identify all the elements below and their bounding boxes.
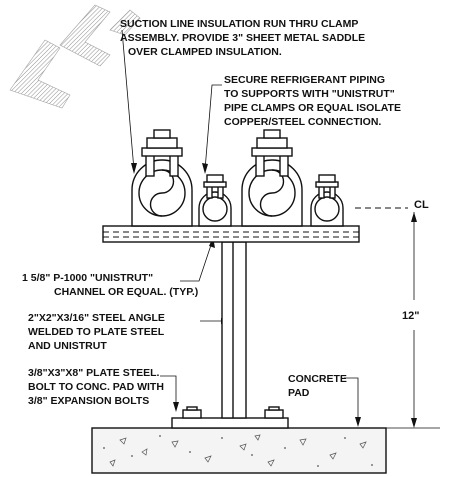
pipe-centerline: CL <box>355 199 429 211</box>
steel-angle-post <box>221 241 247 419</box>
note-unistrut: 1 5/8" P-1000 "UNISTRUT" CHANNEL OR EQUA… <box>22 272 198 298</box>
note-concrete-pad: CONCRETE PAD <box>288 373 347 399</box>
note-line: SUCTION LINE INSULATION RUN THRU CLAMP <box>120 18 358 30</box>
small-pipe-clamp-right <box>310 174 344 227</box>
note-steel-angle: 2"X2"X3/16" STEEL ANGLE WELDED TO PLATE … <box>28 312 165 352</box>
note-line: TO SUPPORTS WITH "UNISTRUT" <box>224 88 395 100</box>
concrete-pad <box>91 427 387 474</box>
height-dimension: 12" <box>376 212 440 429</box>
note-line: CHANNEL OR EQUAL. (TYP.) <box>54 286 198 298</box>
note-line: PIPE CLAMPS OR EQUAL ISOLATE <box>224 102 401 114</box>
note-secure-piping: SECURE REFRIGERANT PIPING TO SUPPORTS WI… <box>224 74 401 128</box>
note-line: 3/8"X3"X8" PLATE STEEL. <box>28 367 160 379</box>
large-pipe-clamp-right <box>241 129 303 227</box>
note-line: OVER CLAMPED INSULATION. <box>128 46 282 58</box>
note-line: 1 5/8" P-1000 "UNISTRUT" <box>22 272 153 284</box>
note-line: CONCRETE <box>288 373 347 385</box>
note-line: 2"X2"X3/16" STEEL ANGLE <box>28 312 165 324</box>
note-suction-line: SUCTION LINE INSULATION RUN THRU CLAMP A… <box>120 18 365 58</box>
note-line: WELDED TO PLATE STEEL <box>28 326 165 338</box>
note-line: PAD <box>288 387 310 399</box>
note-line: COPPER/STEEL CONNECTION. <box>224 116 381 128</box>
centerline-symbol: CL <box>414 199 429 211</box>
small-pipe-clamp-left <box>198 174 232 227</box>
watermark <box>9 4 141 109</box>
large-pipe-clamp-left <box>131 129 193 227</box>
note-line: ASSEMBLY. PROVIDE 3" SHEET METAL SADDLE <box>120 32 365 44</box>
note-line: 3/8" EXPANSION BOLTS <box>28 395 149 407</box>
note-line: AND UNISTRUT <box>28 340 107 352</box>
unistrut-channel <box>102 225 360 243</box>
note-line: SECURE REFRIGERANT PIPING <box>224 74 385 86</box>
note-plate-steel: 3/8"X3"X8" PLATE STEEL. BOLT TO CONC. PA… <box>28 367 164 407</box>
height-label: 12" <box>402 310 419 322</box>
note-line: BOLT TO CONC. PAD WITH <box>28 381 164 393</box>
